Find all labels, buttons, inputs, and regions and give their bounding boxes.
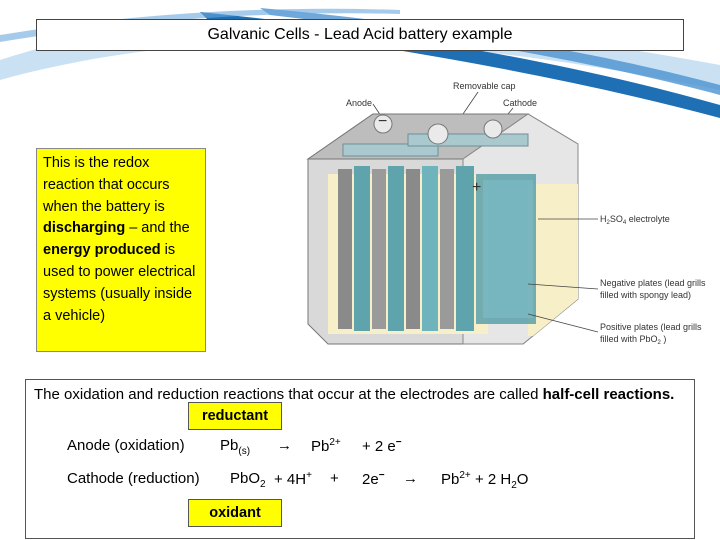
label-negative-plates-2: filled with spongy lead): [600, 290, 691, 300]
plate-stack: [338, 166, 536, 331]
anode-arrow: →: [277, 437, 292, 454]
label-electrolyte: H2SO4 electrolyte: [600, 214, 670, 226]
oxidant-tag: oxidant: [188, 499, 282, 527]
note-bold-energy: energy produced: [43, 242, 161, 259]
cathode-arrow: →: [403, 470, 418, 487]
label-removable-cap: Removable cap: [453, 81, 516, 91]
anode-product: Pb2+: [311, 437, 341, 455]
cathode-electrons: 2e−: [362, 470, 385, 488]
slide-title: Galvanic Cells - Lead Acid battery examp…: [36, 19, 684, 51]
cathode-reactant-pbo2: PbO2: [230, 470, 266, 490]
label-positive-plates-1: Positive plates (lead grills: [600, 322, 702, 332]
cathode-label: Cathode (reduction): [67, 470, 200, 487]
lead-acid-battery-illustration: Removable cap Anode Cathode − + H2SO4 el…: [306, 81, 706, 346]
half-cell-intro: The oxidation and reduction reactions th…: [34, 386, 675, 403]
discharge-note: This is the redox reaction that occurs w…: [36, 148, 206, 352]
label-anode: Anode: [346, 98, 372, 108]
anode-reactant: Pb(s): [220, 437, 251, 457]
label-positive-plates-2: filled with PbO2 ): [600, 334, 666, 346]
plus-terminal-sign: +: [472, 179, 481, 196]
cathode-product: Pb2+ + 2 H2O: [441, 470, 529, 491]
half-cell-panel: The oxidation and reduction reactions th…: [25, 379, 695, 539]
slide-title-text: Galvanic Cells - Lead Acid battery examp…: [207, 26, 513, 43]
cathode-plus: +: [330, 470, 339, 487]
anode-electrons: + 2 e−: [362, 437, 402, 455]
reductant-tag: reductant: [188, 402, 282, 430]
minus-terminal-sign: −: [378, 113, 387, 130]
label-cathode: Cathode: [503, 98, 537, 108]
note-bold-discharging: discharging: [43, 220, 126, 237]
cathode-reactant-h: + 4H+: [274, 470, 312, 488]
label-negative-plates-1: Negative plates (lead grills: [600, 278, 706, 288]
anode-label: Anode (oxidation): [67, 437, 185, 454]
